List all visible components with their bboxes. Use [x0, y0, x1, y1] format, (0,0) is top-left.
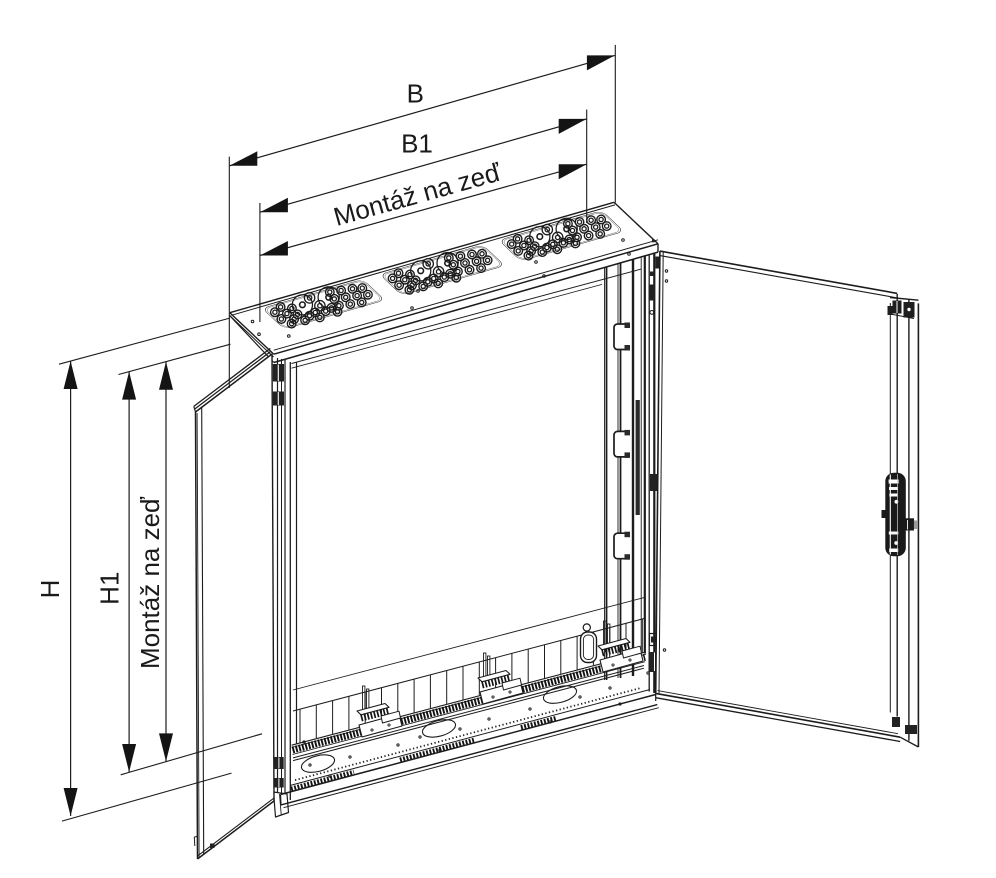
svg-text:H1: H1 — [94, 572, 124, 605]
svg-text:H: H — [35, 580, 65, 599]
svg-text:Montáž na zeď: Montáž na zeď — [135, 496, 165, 669]
svg-text:B1: B1 — [401, 128, 433, 158]
svg-text:B: B — [407, 78, 424, 108]
